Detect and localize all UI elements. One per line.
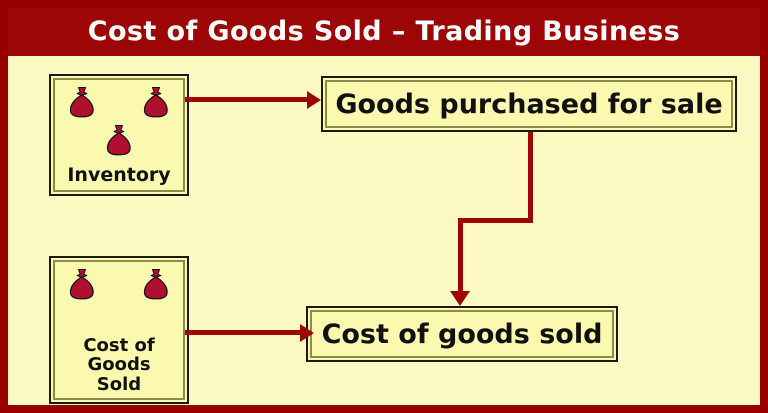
cogs-result-box: Cost of goods sold	[306, 306, 618, 362]
cogs-source-caption: Cost of Goods Sold	[51, 334, 187, 395]
inventory-panel: Inventory	[49, 74, 189, 196]
cogs-source-bag-row	[51, 268, 187, 300]
connector-goods-purchased-down-segment	[528, 132, 533, 223]
cogs-source-caption-line1: Cost of	[83, 334, 155, 356]
cogs-result-label: Cost of goods sold	[321, 318, 603, 350]
money-bag-icon	[67, 86, 97, 118]
arrowhead-right-icon	[300, 324, 314, 342]
money-bag-icon	[104, 124, 134, 156]
slide-title-bar: Cost of Goods Sold – Trading Business	[8, 8, 760, 56]
connector-goods-purchased-final-down-segment	[458, 218, 463, 293]
money-bag-icon	[141, 268, 171, 300]
inventory-bag-row-bottom	[51, 124, 187, 156]
connector-inventory-to-goods-purchased	[185, 97, 313, 102]
inventory-bag-row-top	[51, 86, 187, 118]
connector-cogs-source-to-cogs-result	[185, 330, 309, 335]
money-bag-icon	[141, 86, 171, 118]
cogs-source-panel: Cost of Goods Sold	[49, 256, 189, 404]
arrowhead-down-icon	[450, 291, 470, 306]
goods-purchased-box: Goods purchased for sale	[321, 76, 737, 132]
cogs-source-caption-line2: Goods	[87, 354, 151, 376]
arrowhead-right-icon	[307, 91, 321, 109]
goods-purchased-label: Goods purchased for sale	[335, 88, 723, 120]
cogs-source-caption-line3: Sold	[96, 373, 142, 395]
inventory-caption: Inventory	[67, 164, 171, 187]
connector-goods-purchased-horizontal-segment	[458, 218, 533, 223]
money-bag-icon	[67, 268, 97, 300]
page-title: Cost of Goods Sold – Trading Business	[87, 15, 681, 47]
